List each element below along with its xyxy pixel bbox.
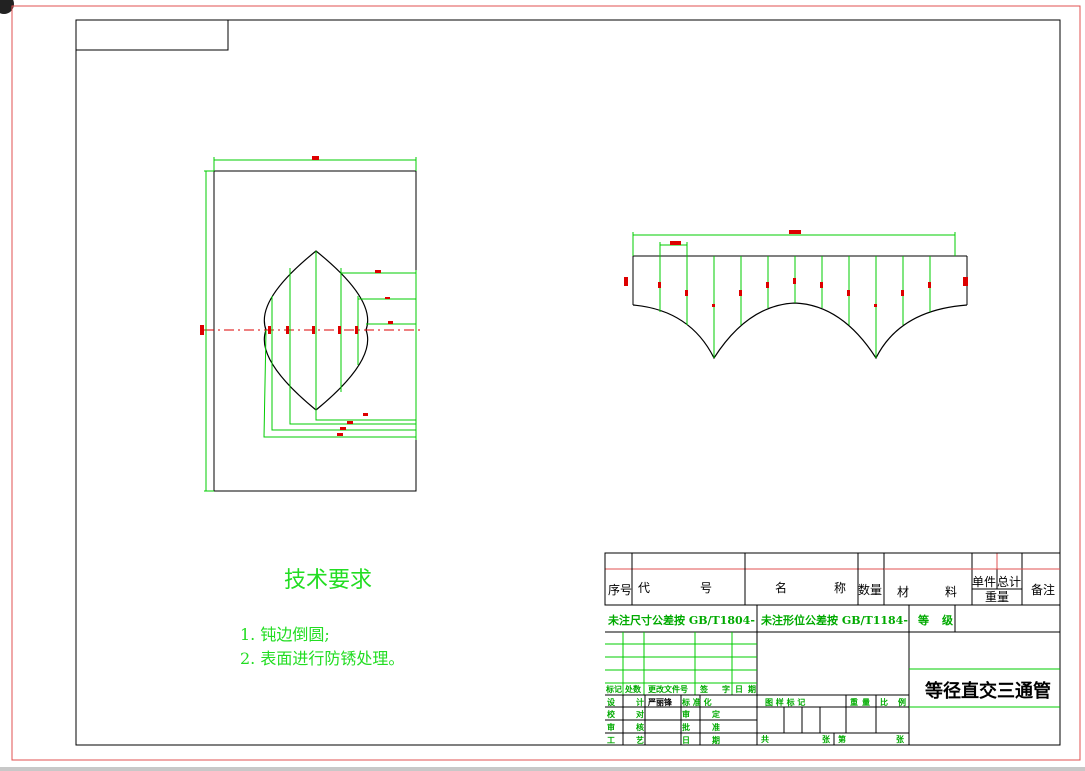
bom-mat-1: 材 xyxy=(897,585,909,599)
bom-mat-2: 料 xyxy=(945,585,957,599)
title-block-text: 序号 代 号 名 称 数量 材 料 单件 总计 重量 备注 未注尺寸公差按 GB… xyxy=(605,575,1055,745)
tolerance-size: 未注尺寸公差按 GB/T1804- xyxy=(607,613,755,627)
rev-col-count: 处数 xyxy=(624,684,642,694)
grade-label-2: 级 xyxy=(941,613,954,627)
rev-col-date-1: 日 xyxy=(735,685,743,694)
bom-unit-weight: 单件 xyxy=(972,575,996,589)
intersection-curve xyxy=(632,302,968,360)
stage-mark: 图 样 标 记 xyxy=(765,697,805,707)
rev-col-sign-1: 签 xyxy=(699,684,709,694)
grade-label-1: 等 xyxy=(917,613,929,627)
standardization-name: 严丽锋 xyxy=(647,697,673,707)
sign-approve-1: 批 xyxy=(682,722,690,732)
sign-date-2: 期 xyxy=(712,735,720,745)
bom-weight: 重量 xyxy=(985,590,1009,604)
sign-standardization: 标 准 化 xyxy=(681,697,712,707)
bom-code-1: 代 xyxy=(638,581,650,595)
part-name: 等径直交三通管 xyxy=(925,680,1051,702)
bom-seq: 序号 xyxy=(608,582,632,597)
role-design-1: 设 xyxy=(607,697,615,707)
role-review-1: 审 xyxy=(607,722,615,732)
dimension-markers xyxy=(200,156,393,436)
role-review-2: 核 xyxy=(636,722,644,732)
bottom-scrollbar[interactable] xyxy=(0,767,1085,771)
code-box xyxy=(75,19,229,51)
drawing-frame xyxy=(75,19,1061,746)
stage-weight-1: 重 xyxy=(850,697,858,707)
tech-item-1: 1. 钝边倒圆; xyxy=(240,625,330,644)
tech-requirements: 技术要求 1. 钝边倒圆; 2. 表面进行防锈处理。 xyxy=(240,568,404,668)
role-process-2: 艺 xyxy=(636,735,644,745)
stage-weight-2: 量 xyxy=(862,697,870,707)
title-block xyxy=(604,552,1061,745)
sheet-total-2: 张 xyxy=(822,735,831,744)
sign-date-1: 日 xyxy=(682,736,690,745)
sign-review-2: 定 xyxy=(711,709,720,719)
sheet-no-2: 张 xyxy=(896,735,905,744)
rev-col-mark: 标记 xyxy=(605,684,622,694)
dimension-lines xyxy=(204,157,417,492)
tech-title: 技术要求 xyxy=(284,568,372,593)
sheet-no-1: 第 xyxy=(838,734,846,744)
rev-col-sign-2: 字 xyxy=(722,684,730,694)
dimension-markers-right xyxy=(624,230,968,307)
bom-total-weight: 总计 xyxy=(997,575,1021,589)
bom-name-1: 名 xyxy=(775,580,787,595)
bom-remarks: 备注 xyxy=(1031,582,1055,597)
tech-item-2: 2. 表面进行防锈处理。 xyxy=(240,649,404,668)
window-corner-icon xyxy=(0,0,14,14)
rev-col-file: 更改文件号 xyxy=(648,684,688,694)
bom-name-2: 称 xyxy=(834,581,846,595)
paper-border xyxy=(11,5,1081,761)
role-process-1: 工 xyxy=(607,736,615,745)
stage-scale-2: 例 xyxy=(898,697,906,707)
generator-lines xyxy=(659,256,931,358)
stage-scale-1: 比 xyxy=(880,697,888,707)
role-design-2: 计 xyxy=(636,697,644,707)
role-check-2: 对 xyxy=(636,709,644,719)
right-view xyxy=(624,230,968,360)
tolerance-form: 未注形位公差按 GB/T1184- xyxy=(760,613,908,627)
sheet-total-1: 共 xyxy=(761,734,769,744)
sign-approve-2: 准 xyxy=(712,722,720,732)
bom-qty: 数量 xyxy=(858,582,882,597)
bom-code-2: 号 xyxy=(700,581,712,595)
sign-review-1: 审 xyxy=(682,709,690,719)
role-check-1: 校 xyxy=(607,709,616,719)
rev-col-date-2: 期 xyxy=(748,684,756,694)
left-view xyxy=(200,156,422,492)
